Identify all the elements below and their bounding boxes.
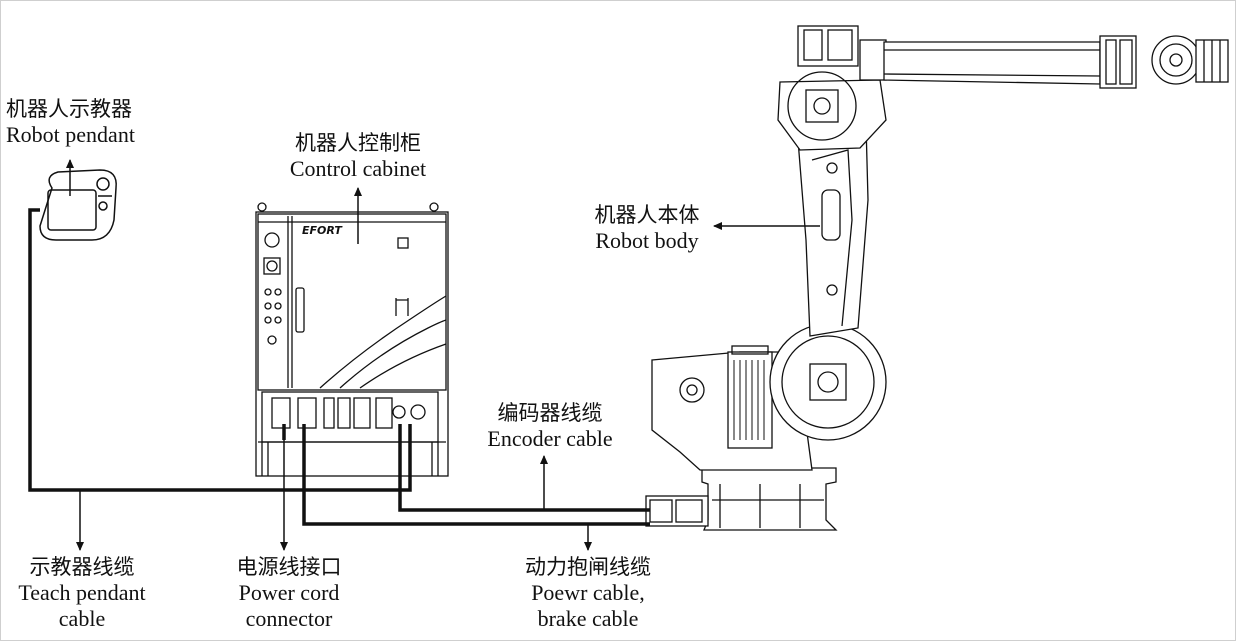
robot-pendant-zh: 机器人示教器 xyxy=(6,97,132,121)
robot-body-label: 机器人本体 Robot body xyxy=(578,202,716,254)
power-cord-zh: 电源线接口 xyxy=(236,555,342,579)
cabinet-brand: EFORT xyxy=(302,224,343,237)
power-brake-cable-en1: Poewr cable, xyxy=(531,580,645,605)
teach-pendant-cable xyxy=(28,208,412,492)
teach-pendant-cable-en1: Teach pendant xyxy=(18,580,146,605)
encoder-cable-en: Encoder cable xyxy=(487,426,613,451)
teach-pendant-cable-label: 示教器线缆 Teach pendant cable xyxy=(0,554,164,632)
control-cabinet-en: Control cabinet xyxy=(289,156,427,181)
power-cord-label: 电源线接口 Power cord connector xyxy=(214,554,364,632)
cables xyxy=(28,208,650,526)
power-cord-en2: connector xyxy=(245,606,333,631)
robot-pendant-en: Robot pendant xyxy=(6,122,135,147)
encoder-cable xyxy=(398,424,650,512)
robot-body-en: Robot body xyxy=(595,228,699,253)
encoder-cable-zh: 编码器线缆 xyxy=(497,401,603,425)
control-cabinet-zh: 机器人控制柜 xyxy=(295,131,421,155)
control-cabinet-label: 机器人控制柜 Control cabinet xyxy=(268,130,448,182)
robot-body-zh: 机器人本体 xyxy=(594,203,700,227)
teach-pendant-cable-en2: cable xyxy=(58,606,106,631)
robot-arm xyxy=(645,25,1229,531)
teach-pendant-cable-zh: 示教器线缆 xyxy=(29,555,135,579)
robot-pendant-label: 机器人示教器 Robot pendant xyxy=(6,96,135,148)
power-brake-cable-en2: brake cable xyxy=(537,606,639,631)
power-brake-cable xyxy=(302,424,650,526)
teach-pendant xyxy=(39,169,117,241)
encoder-cable-label: 编码器线缆 Encoder cable xyxy=(470,400,630,452)
power-brake-cable-label: 动力抱闸线缆 Poewr cable, brake cable xyxy=(500,554,676,632)
control-cabinet xyxy=(255,202,449,477)
power-cord-en1: Power cord xyxy=(238,580,340,605)
power-brake-cable-zh: 动力抱闸线缆 xyxy=(525,555,651,579)
